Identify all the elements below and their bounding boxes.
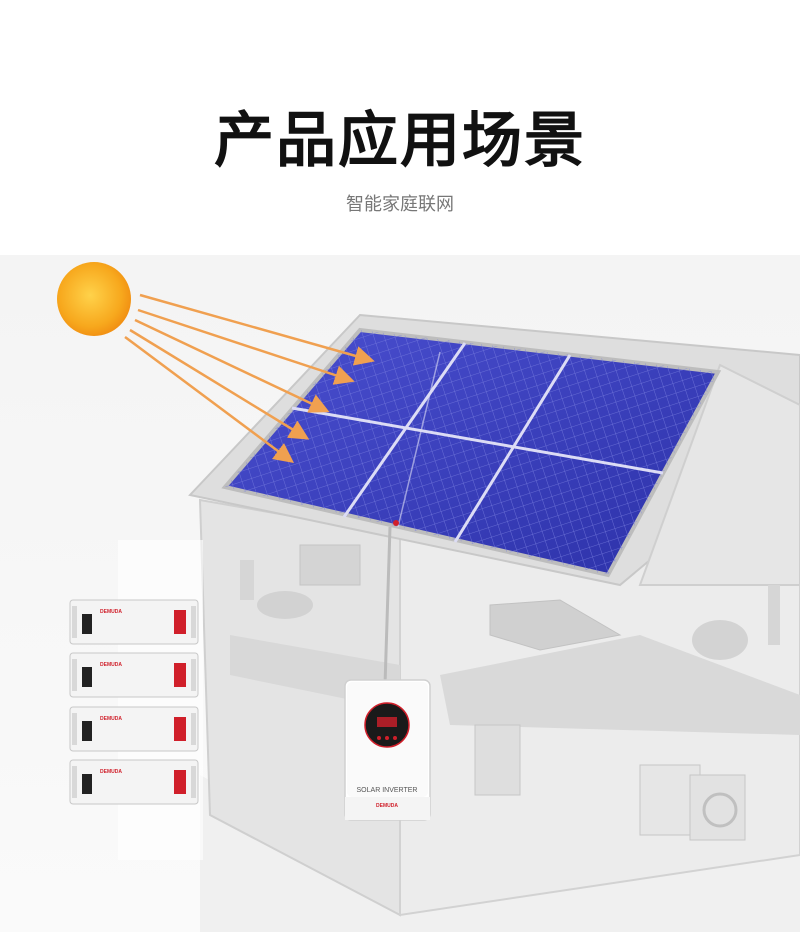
inverter-label: SOLAR INVERTER — [357, 787, 418, 794]
solar-panel — [221, 327, 722, 578]
sun — [57, 262, 131, 336]
cable — [383, 526, 392, 686]
sun-rays — [124, 293, 375, 463]
battery-stack — [118, 540, 203, 860]
inverter-brand: DEMUDA — [376, 803, 398, 809]
cable-connector — [393, 520, 399, 526]
battery-module: DEMUDA — [69, 759, 199, 805]
battery-module: DEMUDA — [69, 652, 199, 698]
floor-lamp-left — [240, 560, 254, 600]
application-scene: SOLAR INVERTER DEMUDA DEMUDA DEMUDA DEMUDA… — [0, 255, 800, 932]
battery-brand: DEMUDA — [100, 716, 122, 722]
header: 产品应用场景 智能家庭联网 — [0, 0, 800, 255]
right-floor-slab — [440, 635, 800, 735]
battery-brand: DEMUDA — [100, 609, 122, 615]
dryer-door — [702, 792, 738, 828]
refrigerator — [474, 724, 521, 796]
battery-brand: DEMUDA — [100, 662, 122, 668]
armchair-right — [692, 620, 748, 660]
page-title: 产品应用场景 — [214, 106, 586, 176]
battery-module: DEMUDA — [69, 599, 199, 645]
solar-inverter — [344, 679, 431, 821]
ground — [200, 775, 800, 932]
wall-tv — [299, 544, 361, 586]
armchair — [257, 591, 313, 619]
battery-module: DEMUDA — [69, 706, 199, 752]
battery-brand: DEMUDA — [100, 769, 122, 775]
page-subtitle: 智能家庭联网 — [346, 194, 454, 215]
house-gable — [638, 363, 800, 586]
floor-lamp-right — [768, 585, 780, 645]
bed — [489, 599, 622, 651]
scene-illustration: SOLAR INVERTER DEMUDA DEMUDA DEMUDA DEMUDA… — [0, 255, 800, 932]
